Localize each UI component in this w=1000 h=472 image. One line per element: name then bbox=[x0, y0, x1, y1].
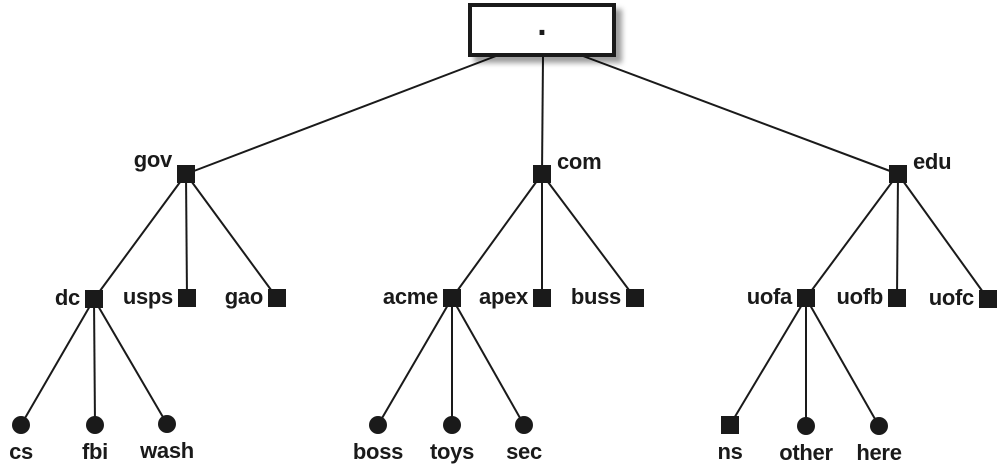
edge-acme-sec bbox=[451, 297, 525, 426]
node-usps bbox=[178, 289, 196, 307]
gao-label: gao bbox=[224, 284, 264, 309]
root-node: . bbox=[468, 3, 616, 57]
edge-com-acme bbox=[451, 173, 543, 299]
edge-root-gov bbox=[185, 55, 497, 175]
node-here bbox=[870, 417, 888, 435]
edu-label: edu bbox=[913, 149, 952, 174]
node-cs bbox=[12, 416, 30, 434]
edge-gov-usps bbox=[185, 173, 188, 299]
node-gao bbox=[268, 289, 286, 307]
cs-label: cs bbox=[9, 439, 33, 464]
node-com bbox=[533, 165, 551, 183]
uofb-label: uofb bbox=[836, 284, 884, 309]
node-acme bbox=[443, 289, 461, 307]
toys-label: toys bbox=[429, 439, 475, 464]
node-fbi bbox=[86, 416, 104, 434]
root-label: . bbox=[537, 5, 547, 43]
ns-label: ns bbox=[717, 439, 743, 464]
fbi-label: fbi bbox=[82, 439, 108, 464]
usps-label: usps bbox=[122, 284, 173, 309]
node-uofa bbox=[797, 289, 815, 307]
edge-edu-uofa bbox=[805, 173, 899, 299]
edge-gov-dc bbox=[93, 173, 187, 300]
edge-edu-uofb bbox=[896, 173, 899, 299]
node-dc bbox=[85, 290, 103, 308]
edge-uofa-ns bbox=[729, 297, 807, 426]
gov-label: gov bbox=[133, 147, 173, 172]
node-edu bbox=[889, 165, 907, 183]
node-uofc bbox=[979, 290, 997, 308]
node-other bbox=[797, 417, 815, 435]
edge-com-buss bbox=[541, 173, 636, 299]
edge-dc-fbi bbox=[93, 298, 96, 426]
edge-dc-wash bbox=[93, 298, 168, 425]
dc-label: dc bbox=[54, 285, 80, 310]
edge-root-com bbox=[541, 55, 544, 175]
edge-root-edu bbox=[582, 55, 899, 175]
edge-gov-gao bbox=[185, 173, 278, 299]
node-uofb bbox=[888, 289, 906, 307]
node-buss bbox=[626, 289, 644, 307]
other-label: other bbox=[779, 440, 833, 465]
apex-label: apex bbox=[479, 284, 528, 309]
sec-label: sec bbox=[506, 439, 542, 464]
node-sec bbox=[515, 416, 533, 434]
uofa-label: uofa bbox=[746, 284, 793, 309]
com-label: com bbox=[557, 149, 602, 174]
node-apex bbox=[533, 289, 551, 307]
edge-edu-uofc bbox=[897, 173, 989, 300]
buss-label: buss bbox=[570, 284, 621, 309]
node-wash bbox=[158, 415, 176, 433]
wash-label: wash bbox=[140, 438, 194, 463]
node-toys bbox=[443, 416, 461, 434]
edge-dc-cs bbox=[20, 298, 95, 426]
here-label: here bbox=[856, 440, 902, 465]
uofc-label: uofc bbox=[928, 285, 975, 310]
edge-uofa-here bbox=[805, 297, 880, 427]
node-boss bbox=[369, 416, 387, 434]
edge-acme-boss bbox=[377, 297, 453, 426]
acme-label: acme bbox=[382, 284, 438, 309]
node-ns bbox=[721, 416, 739, 434]
boss-label: boss bbox=[352, 439, 404, 464]
node-gov bbox=[177, 165, 195, 183]
